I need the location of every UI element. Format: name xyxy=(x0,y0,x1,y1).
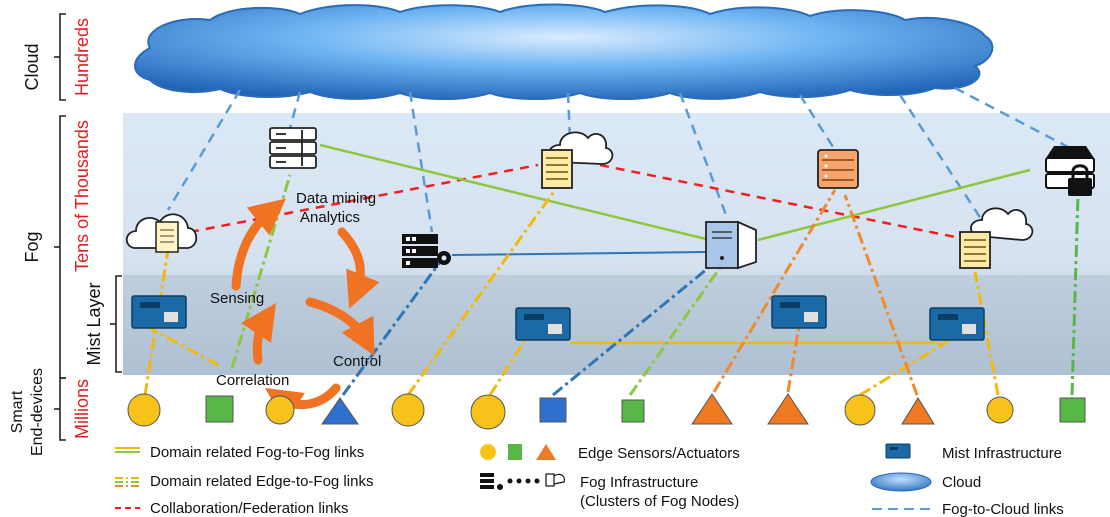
edge-devices-row xyxy=(127,393,1086,430)
edge-sensor-circle xyxy=(844,394,876,426)
legend-edge-sensors-swatch xyxy=(480,444,556,460)
layer-edge-label-2: End-devices xyxy=(29,368,46,456)
mist-board-icon xyxy=(771,295,827,329)
mist-board-icon xyxy=(929,307,985,341)
cycle-data-mining: Data mining xyxy=(296,190,376,207)
layer-edge-count: Millions xyxy=(72,379,92,439)
edge-sensor-square xyxy=(621,399,645,423)
edge-sensor-circle xyxy=(265,395,295,425)
legend-fog-to-cloud-label: Fog-to-Cloud links xyxy=(942,501,1064,517)
legend-mist-infra-swatch xyxy=(885,443,911,459)
mist-board-icon xyxy=(515,307,571,341)
cycle-control: Control xyxy=(333,353,381,370)
edge-sensor-square xyxy=(539,397,567,423)
layer-cloud-count: Hundreds xyxy=(72,18,92,96)
legend-cloud-label: Cloud xyxy=(942,474,981,491)
legend-mist-infra-label: Mist Infrastructure xyxy=(942,445,1062,462)
fog-to-fog-links xyxy=(319,143,1031,242)
edge-sensor-circle xyxy=(391,393,425,427)
edge-sensor-circle xyxy=(127,393,161,427)
legend-edge-to-fog-swatch xyxy=(115,477,140,487)
legend-edge-sensors-label: Edge Sensors/Actuators xyxy=(578,445,740,462)
layer-fog-label: Fog xyxy=(22,231,42,262)
mist-links xyxy=(451,251,706,256)
fog-cloud-node-icon xyxy=(125,213,198,253)
edge-sensor-circle xyxy=(986,396,1014,424)
edge-actuator-triangle xyxy=(767,393,809,425)
layer-edge-label-1: Smart xyxy=(9,390,26,433)
secure-server-icon xyxy=(1045,146,1095,196)
legend: Domain related Fog-to-Fog links Domain r… xyxy=(115,443,1064,517)
legend-edge-to-fog-label: Domain related Edge-to-Fog links xyxy=(150,473,373,490)
edge-actuator-triangle xyxy=(691,393,733,425)
cycle-correlation: Correlation xyxy=(216,372,289,389)
legend-fog-to-fog-swatch xyxy=(115,447,140,453)
fog-server-cloud-right-icon xyxy=(959,207,1034,269)
layer-mist-label: Mist Layer xyxy=(84,282,104,365)
fog-to-cloud-links xyxy=(166,86,1071,233)
edge-actuator-triangle xyxy=(901,397,935,425)
collaboration-links xyxy=(189,163,961,240)
cycle-sensing: Sensing xyxy=(210,290,264,307)
edge-sensor-circle xyxy=(470,394,506,430)
orange-server-icon xyxy=(817,149,859,189)
central-fog-server-icon xyxy=(705,220,757,270)
cloud-shape xyxy=(134,3,994,100)
legend-collaboration-label: Collaboration/Federation links xyxy=(150,500,348,517)
cycle-analytics: Analytics xyxy=(300,209,360,226)
legend-fog-infra-swatch xyxy=(480,473,565,490)
server-rack-icon xyxy=(269,127,317,169)
edge-sensor-square xyxy=(1059,397,1086,423)
layer-fog-count: Tens of Thousands xyxy=(72,120,92,272)
legend-fog-infra-label-2: (Clusters of Fog Nodes) xyxy=(580,493,739,510)
edge-actuator-triangle xyxy=(321,397,359,425)
legend-cloud-swatch xyxy=(870,472,932,492)
fog-server-cloud-icon xyxy=(541,131,614,189)
mist-board-icon xyxy=(131,295,187,329)
fog-cluster-gear-icon xyxy=(402,234,451,268)
legend-fog-infra-label-1: Fog Infrastructure xyxy=(580,474,698,491)
cycle-arrows xyxy=(231,198,380,423)
layer-cloud-label: Cloud xyxy=(22,43,42,90)
layer-axis xyxy=(54,13,122,441)
edge-sensor-square xyxy=(205,395,234,423)
legend-fog-to-fog-label: Domain related Fog-to-Fog links xyxy=(150,444,364,461)
